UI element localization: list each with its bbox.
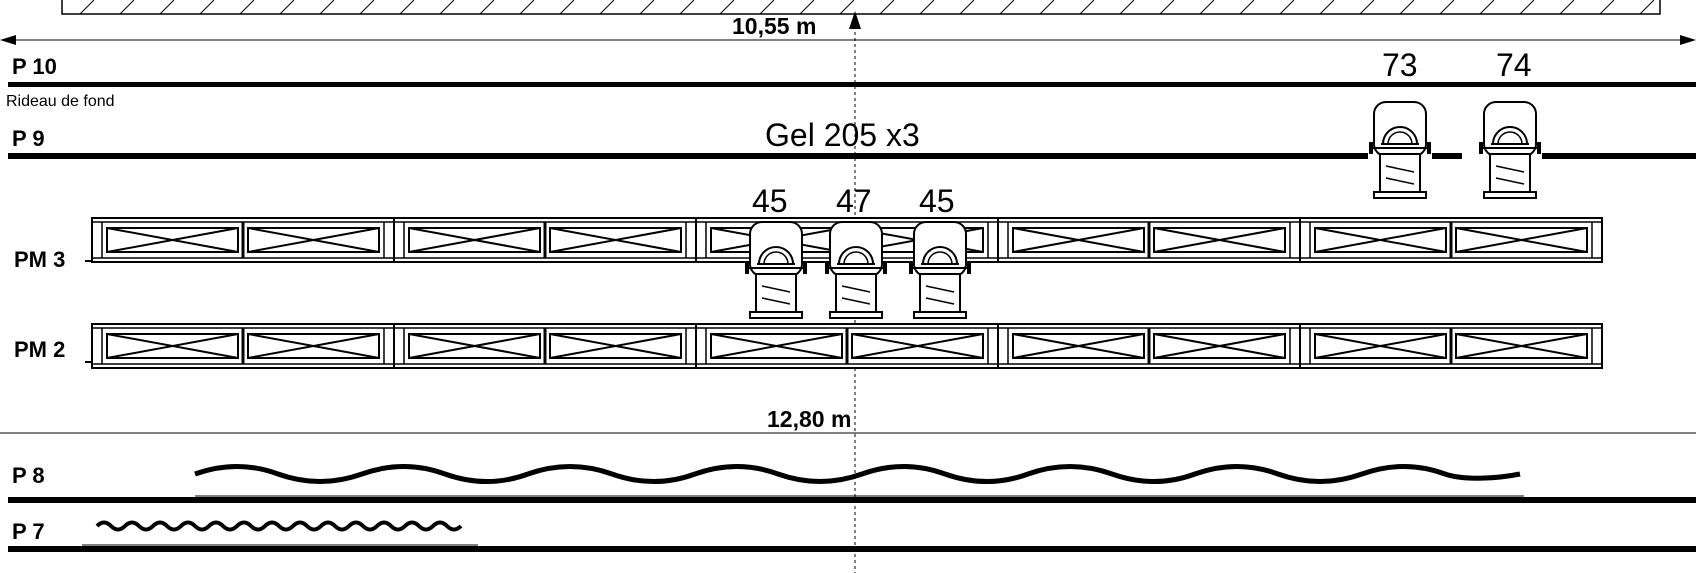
bar-label-p9: P 9: [12, 126, 45, 151]
curtain-label: Rideau de fond: [6, 93, 115, 110]
truss-pm2: [85, 322, 1604, 370]
dimension-top: [0, 35, 1696, 45]
lamp-icon: [1368, 101, 1432, 199]
lamp-icon: [908, 221, 972, 319]
lamp-icon: [1478, 101, 1542, 199]
center-arrow-icon: [849, 11, 861, 29]
bar-label-p8: P 8: [12, 463, 45, 488]
bar-p7: [8, 546, 1696, 552]
bar-label-p10: P 10: [12, 54, 57, 79]
dimension-mid-label: 12,80 m: [767, 406, 852, 432]
fixture-number: 45: [752, 183, 788, 219]
fixture-number: 74: [1496, 47, 1532, 83]
drape-p7: [95, 520, 463, 532]
fixture-number: 45: [919, 183, 955, 219]
bar-label-p7: P 7: [12, 519, 45, 544]
drape-p8: [194, 464, 1521, 484]
bar-p10: [8, 82, 1696, 87]
lamp-icon: [744, 221, 808, 319]
fixture-number: 47: [836, 183, 872, 219]
lamp-icon: [824, 221, 888, 319]
dimension-top-label: 10,55 m: [732, 13, 817, 39]
bar-p8: [8, 497, 1696, 503]
fixture-number: 73: [1382, 47, 1418, 83]
stage-edge-hatch: [61, 0, 1661, 15]
bar-p9: [8, 153, 1696, 159]
bar-label-pm2: PM 2: [14, 337, 66, 362]
gel-label: Gel 205 x3: [765, 117, 920, 153]
truss-pm3: [85, 216, 1604, 264]
bar-label-pm3: PM 3: [14, 247, 66, 272]
